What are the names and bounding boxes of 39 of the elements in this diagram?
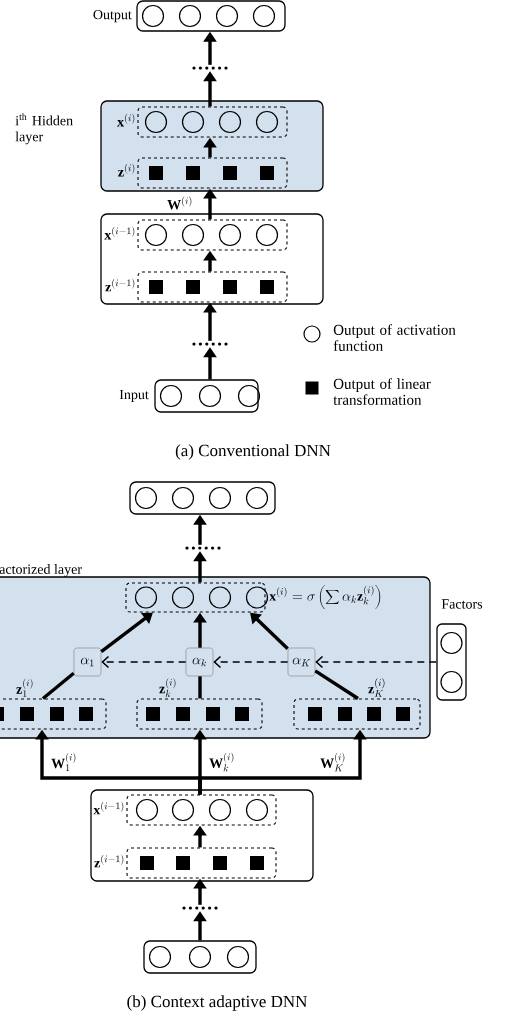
- arrow: [101, 655, 187, 669]
- arrow: [100, 612, 153, 653]
- vector-label: $\mathbf{z}_1^{(i)}$: [16, 678, 33, 697]
- vector-label: $\mathbf{x}^{(i-1)}$: [104, 226, 135, 240]
- vector-label: $\mathbf{x}^{(i)}$: [117, 113, 135, 127]
- layer-label: i$^{th}$ Hidden layer: [15, 113, 73, 145]
- ellipsis-dots: [192, 66, 228, 70]
- ellipsis-dots: [192, 342, 228, 346]
- layer-label: Output: [93, 9, 132, 23]
- weight-box: $\alpha_k$: [185, 647, 214, 677]
- factor-label: Factors: [441, 599, 483, 609]
- arrow: [315, 655, 438, 669]
- vector-label: $\mathbf{z}_k^{(i)}$: [159, 678, 176, 697]
- layer-label: Input: [119, 389, 149, 403]
- weight-box: $\alpha_1$: [73, 647, 102, 677]
- vector-label: $\mathbf{z}^{(i-1)}$: [94, 854, 124, 868]
- vector-label: $\mathbf{z}^{(i-1)}$: [105, 278, 135, 292]
- edge-label: $\mathbf{W}_k^{(i)}$: [208, 751, 236, 773]
- edge-label: $\mathbf{W}^{(i)}$: [166, 195, 194, 211]
- vector-label: $\mathbf{z}_K^{(i)}$: [368, 678, 385, 697]
- layer-box: [129, 481, 276, 515]
- edge-label: $\mathbf{W}_1^{(i)}$: [50, 752, 78, 773]
- legend-text: Output of linear transformation: [333, 378, 431, 405]
- legend-text: Output of activation function: [333, 324, 456, 351]
- caption: (b) Context adaptive DNN: [127, 995, 308, 1011]
- vector-label: $\mathbf{x}^{(i)} = \sigma\left(\sum \alpha_k \mathbf{z}_k^{(i)}\right)$: [269, 585, 381, 609]
- ellipsis-dots: [182, 906, 218, 910]
- layer-label: actorized layer: [0, 564, 82, 577]
- arrow: [250, 612, 289, 650]
- vector-label: $\mathbf{z}^{(i)}$: [118, 163, 135, 177]
- vector-label: $\mathbf{x}^{(i-1)}$: [93, 801, 124, 815]
- layer-box: [90, 789, 314, 882]
- layer-box: [100, 213, 324, 305]
- weight-box: $\alpha_K$: [287, 647, 316, 677]
- edge-label: $\mathbf{W}_K^{(i)}$: [319, 751, 347, 773]
- layer-box: [143, 940, 257, 974]
- caption: (a) Conventional DNN: [175, 444, 331, 460]
- arrow: [213, 655, 289, 669]
- ellipsis-dots: [185, 546, 221, 550]
